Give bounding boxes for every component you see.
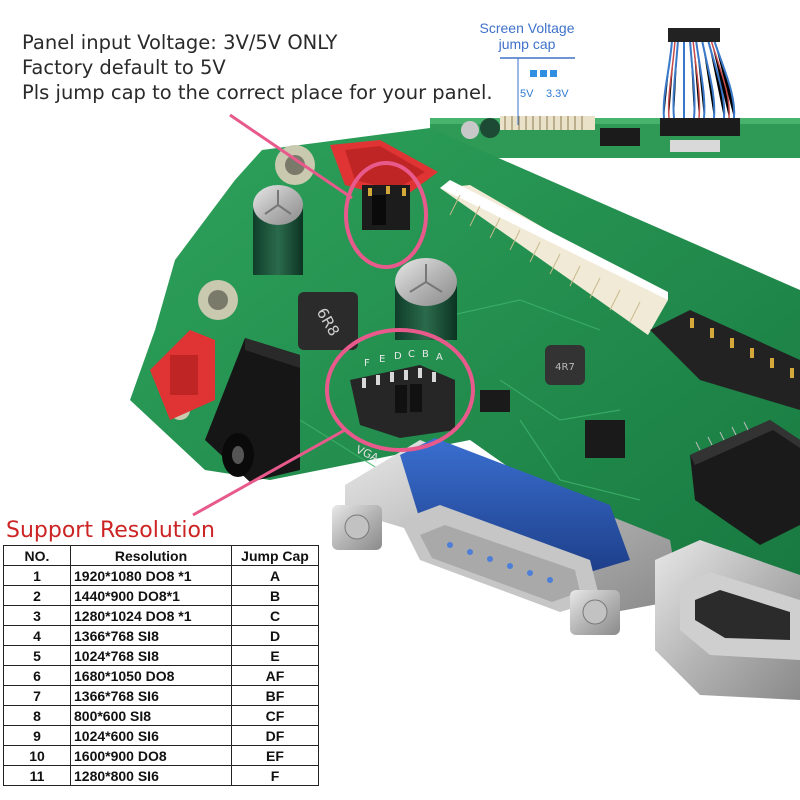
note-line-2: Factory default to 5V — [22, 56, 226, 79]
main-chip — [690, 420, 800, 545]
cell-cap: D — [231, 625, 319, 646]
cell-cap: B — [231, 585, 319, 606]
voltage-jumper — [362, 185, 410, 230]
cell-no: 1 — [3, 565, 71, 586]
ic-label: 4R7 — [555, 362, 575, 373]
inset-photo — [430, 28, 800, 158]
cell-no: 8 — [3, 705, 71, 726]
header-letter-f: F — [364, 358, 370, 369]
cell-resolution: 1280*1024 DO8 *1 — [70, 605, 232, 626]
cell-no: 5 — [3, 645, 71, 666]
header-no: NO. — [3, 545, 71, 566]
callout-resolution — [192, 328, 475, 517]
header-letter-b: B — [422, 349, 429, 360]
cell-resolution: 1366*768 SI6 — [70, 685, 232, 706]
cell-no: 3 — [3, 605, 71, 626]
pin-header-right — [650, 310, 800, 410]
cell-resolution: 1920*1080 DO8 *1 — [70, 565, 232, 586]
cell-resolution: 1280*800 SI6 — [70, 765, 232, 786]
cell-no: 11 — [3, 765, 71, 786]
inductor: 6R8 — [298, 292, 358, 350]
cell-resolution: 1024*768 SI8 — [70, 645, 232, 666]
inset-title-line2: jump cap — [498, 36, 556, 52]
cell-resolution: 1680*1050 DO8 — [70, 665, 232, 686]
table-header-row: NO. Resolution Jump Cap — [3, 545, 319, 566]
power-jack — [205, 338, 300, 482]
capacitor-left — [253, 185, 303, 275]
cell-cap: E — [231, 645, 319, 666]
white-connector — [440, 180, 668, 335]
note-line-3: Pls jump cap to the correct place for yo… — [22, 81, 493, 104]
header-letter-a: A — [436, 352, 443, 363]
cell-resolution: 1440*900 DO8*1 — [70, 585, 232, 606]
inset-label-5v: 5V — [520, 88, 534, 100]
cell-no: 9 — [3, 725, 71, 746]
cell-resolution: 1024*600 SI6 — [70, 725, 232, 746]
cell-cap: DF — [231, 725, 319, 746]
voltage-notes: Panel input Voltage: 3V/5V ONLY Factory … — [22, 30, 493, 105]
resolution-jumper-header: F E D C B A — [350, 349, 455, 438]
inset-title: Screen Voltage jump cap — [462, 20, 592, 52]
red-connector-top — [330, 140, 438, 200]
header-letter-e: E — [379, 354, 385, 365]
cell-cap: EF — [231, 745, 319, 766]
header-resolution: Resolution — [70, 545, 232, 566]
cell-cap: C — [231, 605, 319, 626]
callout-voltage — [229, 113, 428, 269]
cell-no: 4 — [3, 625, 71, 646]
hdmi-connector — [655, 540, 800, 700]
cell-cap: AF — [231, 665, 319, 686]
cell-no: 10 — [3, 745, 71, 766]
cell-no: 7 — [3, 685, 71, 706]
component-block — [480, 390, 510, 412]
cell-cap: A — [231, 565, 319, 586]
red-connector-left — [150, 330, 215, 420]
cell-cap: BF — [231, 685, 319, 706]
cell-no: 6 — [3, 665, 71, 686]
support-resolution-title: Support Resolution — [6, 518, 215, 543]
header-letter-d: D — [394, 351, 402, 362]
header-letter-c: C — [408, 349, 415, 360]
cell-cap: F — [231, 765, 319, 786]
cell-cap: CF — [231, 705, 319, 726]
inset-label-3-3v: 3.3V — [546, 88, 569, 100]
small-ic: 4R7 — [545, 345, 585, 385]
vga-connector: VGA — [332, 438, 680, 635]
inset-title-line1: Screen Voltage — [479, 20, 575, 36]
note-line-1: Panel input Voltage: 3V/5V ONLY — [22, 31, 338, 54]
cell-resolution: 1366*768 SI8 — [70, 625, 232, 646]
capacitor-center — [395, 258, 457, 340]
cell-resolution: 800*600 SI8 — [70, 705, 232, 726]
header-jump-cap: Jump Cap — [231, 545, 319, 566]
small-chip — [585, 420, 625, 458]
cell-no: 2 — [3, 585, 71, 606]
cell-resolution: 1600*900 DO8 — [70, 745, 232, 766]
